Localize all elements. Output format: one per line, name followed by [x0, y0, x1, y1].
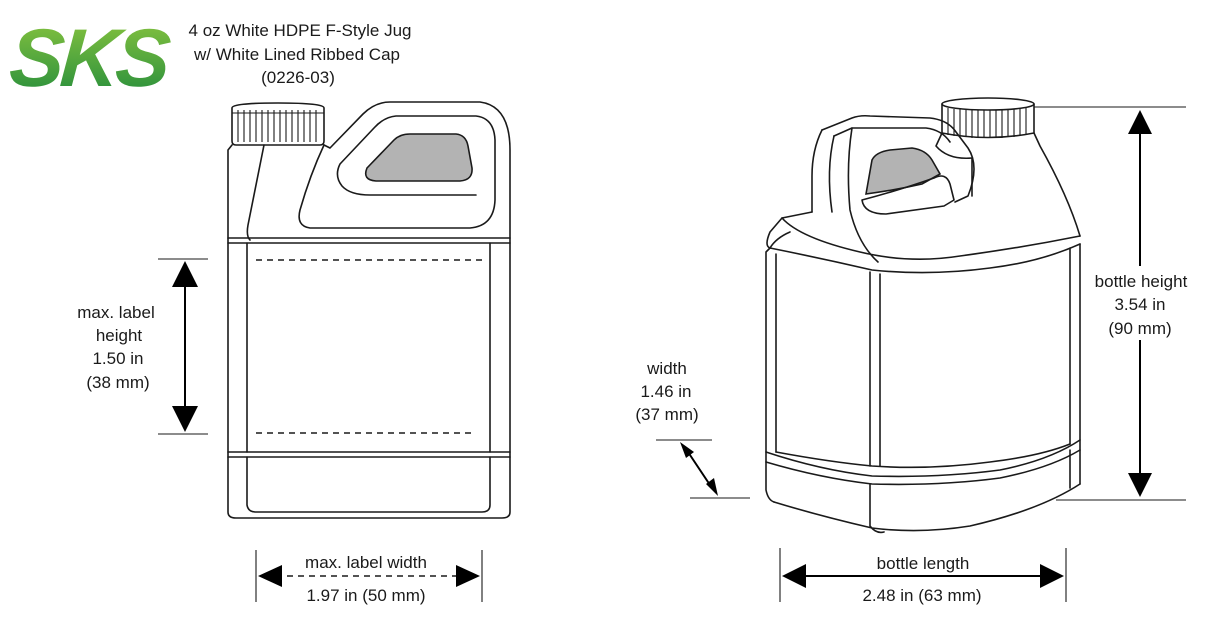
svg-text:SKS: SKS — [7, 13, 173, 104]
title-line-1: 4 oz White HDPE F-Style Jug — [189, 21, 412, 40]
arrow-right-icon — [456, 565, 480, 587]
side-cap — [941, 97, 1035, 139]
bottle-length-label: bottle length — [877, 554, 970, 573]
label-height-mm: (38 mm) — [86, 373, 149, 392]
bottle-height-dimension: bottle height 3.54 in (90 mm) — [1034, 106, 1196, 501]
arrow-diagonal-down-icon — [706, 478, 718, 496]
label-height-dimension: max. label height 1.50 in (38 mm) — [77, 258, 208, 435]
arrow-down-icon — [172, 406, 198, 432]
arrow-left-icon — [258, 565, 282, 587]
bottle-height-mm: (90 mm) — [1108, 319, 1171, 338]
arrow-right-icon — [1040, 564, 1064, 588]
front-handle-window — [364, 133, 473, 182]
width-label: width — [646, 359, 687, 378]
label-width-dimension: max. label width 1.97 in (50 mm) — [255, 550, 483, 605]
label-width-label: max. label width — [305, 553, 427, 572]
front-view-jug — [227, 101, 511, 519]
product-title: 4 oz White HDPE F-Style Jug w/ White Lin… — [189, 21, 412, 87]
label-width-value: 1.97 in (50 mm) — [306, 586, 425, 605]
arrow-diagonal-up-icon — [680, 442, 694, 458]
title-line-2: w/ White Lined Ribbed Cap — [193, 45, 400, 64]
bottle-height-inches: 3.54 in — [1114, 295, 1165, 314]
width-inches: 1.46 in — [640, 382, 691, 401]
width-mm: (37 mm) — [635, 405, 698, 424]
side-handle-window — [865, 147, 942, 195]
bottle-length-dimension: bottle length 2.48 in (63 mm) — [779, 548, 1067, 605]
arrow-left-icon — [782, 564, 806, 588]
side-view-jug — [765, 97, 1081, 534]
label-height-inches: 1.50 in — [92, 349, 143, 368]
arrow-up-icon — [172, 261, 198, 287]
arrow-up-icon — [1128, 110, 1152, 134]
bottle-length-value: 2.48 in (63 mm) — [862, 586, 981, 605]
width-dimension: width 1.46 in (37 mm) — [635, 359, 750, 499]
label-height-line2: height — [96, 326, 143, 345]
front-body-outline — [227, 101, 511, 519]
bottle-height-label: bottle height — [1095, 272, 1188, 291]
label-height-line1: max. label — [77, 303, 154, 322]
arrow-down-icon — [1128, 473, 1152, 497]
front-cap — [231, 102, 325, 146]
part-number: (0226-03) — [261, 68, 335, 87]
sks-logo: SKS — [7, 13, 173, 104]
